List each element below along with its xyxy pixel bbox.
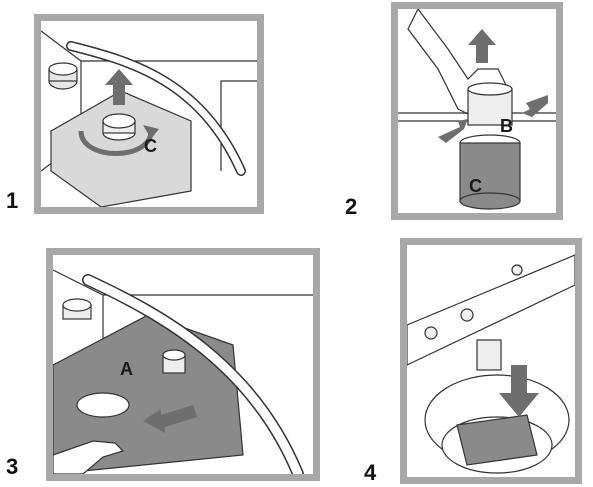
panel-step-4 bbox=[400, 238, 582, 484]
callout-label: A bbox=[120, 360, 133, 378]
step-number: 4 bbox=[364, 462, 376, 484]
callout-label: C bbox=[469, 177, 482, 195]
step-number: 1 bbox=[6, 190, 18, 212]
step-number: 3 bbox=[6, 456, 18, 478]
panel-step-2: B C bbox=[391, 2, 563, 220]
flat-filter-removal-illustration bbox=[53, 255, 313, 474]
step-number: 2 bbox=[345, 196, 357, 218]
filter-reinsertion-illustration bbox=[407, 245, 575, 477]
panel-step-1: C bbox=[34, 14, 264, 214]
filter-removal-illustration bbox=[41, 21, 257, 207]
callout-label: C bbox=[144, 137, 157, 155]
callout-label: B bbox=[500, 117, 513, 135]
panel-step-3: A bbox=[46, 248, 320, 481]
